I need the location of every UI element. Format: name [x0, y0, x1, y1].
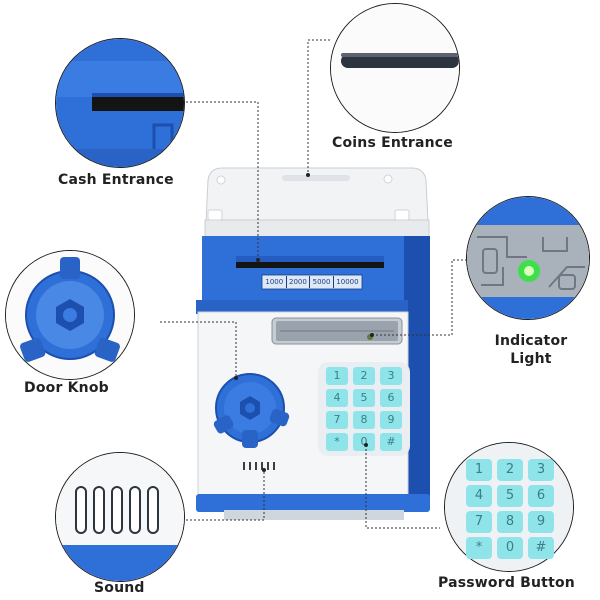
safe-front-panel [197, 311, 410, 511]
indicator-light-label-line2: Light [510, 351, 552, 367]
safe-base [196, 494, 430, 512]
denomination-plate: 1000 2000 5000 10000 [263, 276, 361, 288]
door-knob-label: Door Knob [24, 380, 109, 396]
indicator-light-label: Indicator Light [486, 332, 576, 368]
zoom-keypad-key[interactable]: 7 [466, 511, 492, 533]
zoom-keypad-key[interactable]: 6 [528, 485, 554, 507]
denomination-label: 2000 [287, 276, 311, 288]
cash-entrance-label: Cash Entrance [58, 172, 174, 188]
password-keypad-zoom[interactable]: 1 2 3 4 5 6 7 8 9 * 0 # [462, 455, 558, 563]
keypad-key[interactable]: 1 [326, 367, 348, 385]
denomination-label: 10000 [336, 278, 359, 286]
keypad-key[interactable]: 3 [380, 367, 402, 385]
keypad-key[interactable]: 0 [353, 433, 375, 451]
zoom-keypad-key[interactable]: # [528, 537, 554, 559]
keypad-key[interactable]: # [380, 433, 402, 451]
keypad-key[interactable]: 9 [380, 411, 402, 429]
zoom-keypad-key[interactable]: * [466, 537, 492, 559]
sound-label: Sound [94, 580, 145, 596]
cash-entrance-zoom [55, 38, 185, 168]
safe-keypad[interactable]: 1 2 3 4 5 6 7 8 9 * 0 # [324, 366, 404, 452]
denomination-label: 1000 [263, 276, 287, 288]
zoom-keypad-key[interactable]: 0 [497, 537, 523, 559]
safe-door-knob [213, 373, 290, 448]
sound-zoom [55, 452, 185, 582]
safe-top-lid [204, 167, 430, 239]
zoom-keypad-key[interactable]: 4 [466, 485, 492, 507]
keypad-key[interactable]: 2 [353, 367, 375, 385]
indicator-light-label-line1: Indicator [494, 333, 568, 349]
keypad-key[interactable]: 5 [353, 389, 375, 407]
keypad-key[interactable]: 8 [353, 411, 375, 429]
zoom-keypad-key[interactable]: 5 [497, 485, 523, 507]
coins-entrance-label: Coins Entrance [332, 135, 454, 151]
keypad-key[interactable]: 6 [380, 389, 402, 407]
keypad-key[interactable]: * [326, 433, 348, 451]
password-button-label: Password Button [438, 575, 575, 591]
keypad-key[interactable]: 4 [326, 389, 348, 407]
zoom-keypad-key[interactable]: 3 [528, 459, 554, 481]
zoom-keypad-key[interactable]: 9 [528, 511, 554, 533]
keypad-key[interactable]: 7 [326, 411, 348, 429]
zoom-keypad-key[interactable]: 2 [497, 459, 523, 481]
zoom-keypad-key[interactable]: 8 [497, 511, 523, 533]
zoom-keypad-key[interactable]: 1 [466, 459, 492, 481]
indicator-light-zoom [466, 196, 590, 320]
door-knob-zoom [5, 250, 135, 380]
denomination-label: 5000 [310, 276, 334, 288]
coins-entrance-zoom [330, 3, 460, 133]
